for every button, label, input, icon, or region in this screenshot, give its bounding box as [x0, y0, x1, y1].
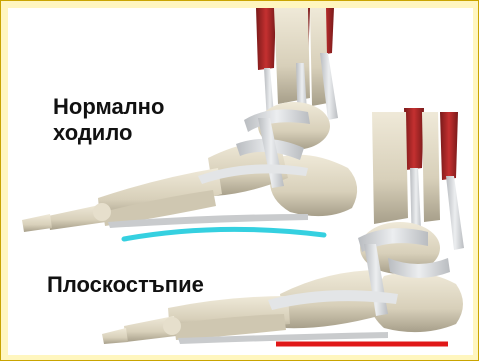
- normal-arch-line: [124, 229, 324, 239]
- figure-panel: Нормално ходило Плоскостъпие: [8, 8, 473, 355]
- foot-anatomy-illustration: [8, 8, 473, 355]
- normal-arch-label: Нормално ходило: [53, 94, 233, 146]
- flat-foot-label: Плоскостъпие: [47, 272, 277, 298]
